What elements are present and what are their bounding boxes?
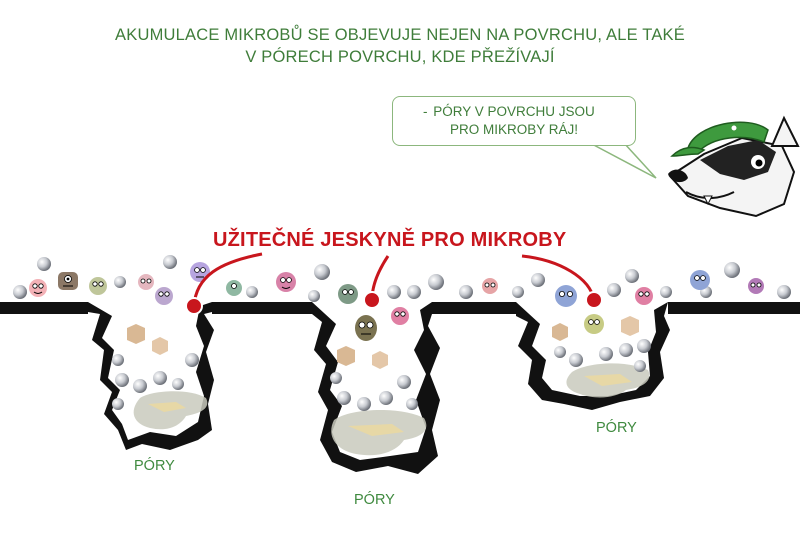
pore-cavity-2	[312, 302, 440, 474]
pore-cavity-3	[516, 302, 670, 410]
title-line-1: AKUMULACE MIKROBŮ SE OBJEVUJE NEJEN NA P…	[115, 26, 685, 44]
page-title: AKUMULACE MIKROBŮ SE OBJEVUJE NEJEN NA P…	[0, 24, 800, 68]
sphere-icon	[13, 255, 791, 411]
pore-label-1: PÓRY	[134, 458, 175, 474]
bubble-dash: -	[423, 104, 428, 119]
title-line-2: V PÓRECH POVRCHU, KDE PŘEŽÍVAJÍ	[245, 48, 555, 66]
bubble-line-1: PÓRY V POVRCHU JSOU	[433, 104, 595, 119]
speech-bubble: - PÓRY V POVRCHU JSOU PRO MIKROBY RÁJ!	[392, 96, 636, 146]
surface-line	[0, 302, 800, 314]
bubble-line-2: PRO MIKROBY RÁJ!	[449, 122, 579, 137]
callout-pointers	[185, 252, 603, 315]
raccoon-mascot-icon	[668, 115, 800, 218]
callout-label: UŽITEČNÉ JESKYNĚ PRO MIKROBY	[213, 229, 567, 251]
pore-label-2: PÓRY	[354, 492, 395, 508]
pore-cavity-1	[88, 302, 214, 450]
pore-label-3: PÓRY	[596, 420, 637, 436]
microbe-icon	[29, 262, 764, 369]
bubble-tail	[589, 142, 657, 179]
